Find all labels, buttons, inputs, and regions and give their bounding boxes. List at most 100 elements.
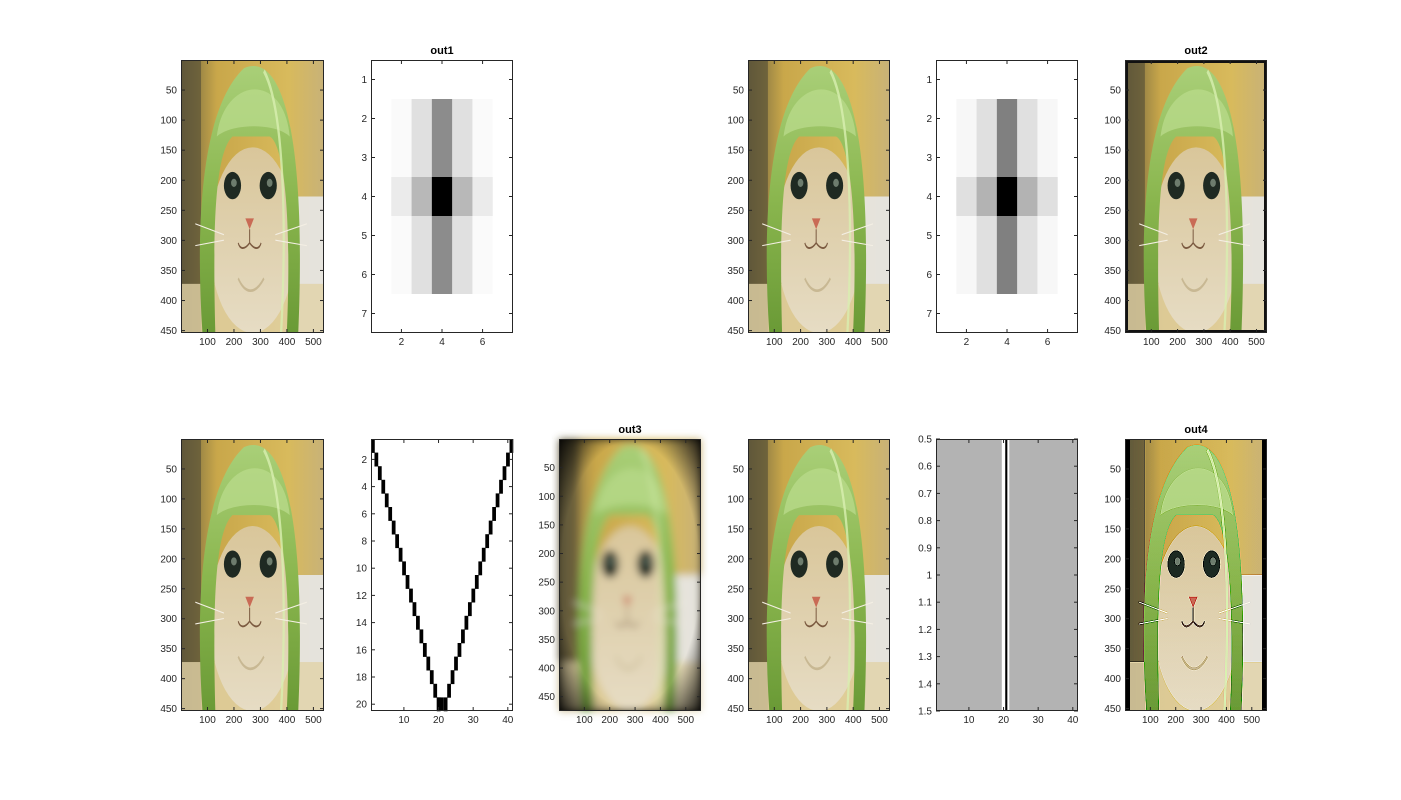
y-tick-label: 250 [160,206,177,217]
v-cell [443,697,448,712]
y-tick-label: 150 [538,520,555,531]
y-tick-label: 150 [727,524,744,535]
y-tick-label: 200 [538,549,555,560]
y-tick-label: 7 [926,309,932,320]
y-tick-label: 350 [538,635,555,646]
k2-cell [1017,294,1038,334]
y-tick-label: 400 [160,674,177,685]
v-cell [377,466,382,481]
x-tick-label: 40 [1067,715,1079,726]
k1-cell [452,60,473,100]
k2-cell [996,177,1018,217]
y-tick-label: 450 [160,326,177,337]
img1-image [181,60,324,333]
k1-cell [431,177,453,217]
v-cell [492,507,496,521]
v-cell [433,683,438,698]
v-cell [471,588,476,603]
k2-cell [936,177,957,217]
y-tick-label: 1.4 [918,679,932,690]
y-tick-label: 1 [926,571,932,582]
k1-cell [411,60,433,100]
axes-title: out4 [1184,424,1208,436]
y-tick-label: 3 [926,153,932,164]
v-cell [416,615,420,630]
y-tick-label: 300 [160,236,177,247]
k1-cell [391,294,412,334]
x-tick-label: 500 [1248,337,1265,348]
k2-cell [1017,60,1038,100]
k2-cell [956,294,977,334]
y-tick-label: 16 [356,645,368,656]
y-tick-label: 6 [926,270,932,281]
k1-cell [472,60,494,100]
k2-cell [1037,255,1059,295]
k1-cell [492,216,514,256]
y-tick-label: 400 [1104,674,1121,685]
v-cell [374,452,379,467]
y-tick-label: 250 [1104,584,1121,595]
x-tick-label: 400 [1218,715,1235,726]
x-tick-label: 100 [576,715,593,726]
y-tick-label: 1.3 [918,652,932,663]
k2-cell [956,255,977,295]
k2-cell [996,294,1018,334]
x-tick-label: 500 [871,337,888,348]
k1-cell [492,255,514,295]
y-tick-label: 4 [361,482,367,493]
img_out3-axes-frame [559,439,701,711]
k2-cell [956,177,977,217]
v-cell [381,479,386,494]
x-tick-label: 4 [439,337,445,348]
v-cell [447,683,451,698]
x-tick-label: 300 [252,337,269,348]
y-tick-label: 450 [727,704,744,715]
y-tick-label: 14 [356,618,368,629]
k1-cell [492,294,514,334]
y-tick-label: 0.7 [918,489,932,500]
x-tick-label: 400 [845,337,862,348]
k2-cell [1057,216,1079,256]
k2-cell [1057,294,1079,334]
x-tick-label: 200 [226,337,243,348]
k1-cell [472,294,494,334]
k2-cell [1017,255,1038,295]
x-tick-label: 200 [226,715,243,726]
y-tick-label: 50 [733,86,745,97]
k2-cell [1017,216,1038,256]
k2-cell [1057,177,1079,217]
y-tick-label: 200 [727,176,744,187]
y-tick-label: 3 [361,153,367,164]
y-tick-label: 50 [1110,464,1122,475]
x-tick-label: 100 [1142,715,1159,726]
y-tick-label: 200 [160,176,177,187]
v-cell [495,493,500,508]
y-tick-label: 4 [361,192,367,203]
k2-cell [996,255,1018,295]
y-tick-label: 250 [727,584,744,595]
v-cell [464,615,469,630]
img3-image [181,439,324,711]
v-cell [461,629,465,644]
img1-axes-frame [181,60,324,333]
y-tick-label: 200 [727,554,744,565]
v-cell [450,670,455,685]
k2-cell [1017,99,1038,139]
y-tick-label: 0.5 [918,435,932,446]
k1-cell [431,294,453,334]
x-tick-label: 500 [305,715,322,726]
k1-cell [452,255,473,295]
k1-cell [452,99,473,139]
img4-axes-frame [748,439,890,711]
x-tick-label: 6 [480,337,486,348]
y-tick-label: 50 [1110,86,1122,97]
y-tick-label: 300 [1104,236,1121,247]
k1-cell [452,177,473,217]
k1-cell [492,177,514,217]
v-cell [481,547,486,562]
k2-cell [976,255,998,295]
y-tick-label: 250 [538,578,555,589]
